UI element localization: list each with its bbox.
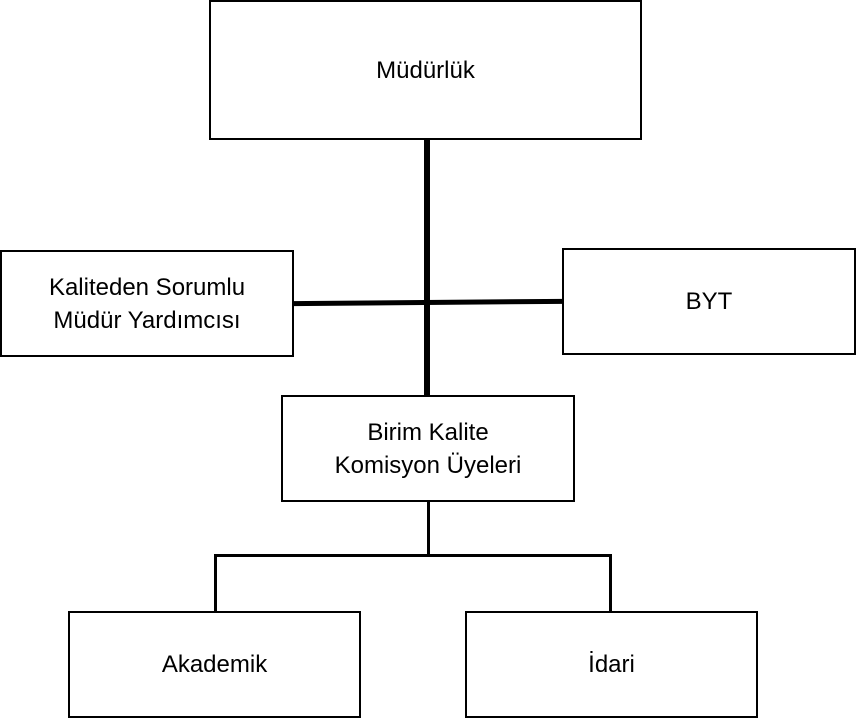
connector-akademik (214, 554, 217, 613)
connector-lower-vertical (427, 500, 430, 557)
node-label: BYT (685, 288, 733, 315)
node-label-line2: Komisyon Üyeleri (334, 451, 522, 479)
node-label-line1: Birim Kalite (367, 418, 489, 446)
node-label: İdari (588, 651, 635, 678)
node-idari: İdari (465, 611, 758, 718)
connector-main-vertical (424, 138, 430, 397)
connector-idari (609, 554, 612, 613)
node-label: Akademik (161, 651, 268, 678)
node-kalite-mudur-yardimcisi: Kaliteden Sorumlu Müdür Yardımcısı (0, 250, 294, 357)
node-akademik: Akademik (68, 611, 361, 718)
node-mudurluk: Müdürlük (209, 0, 642, 140)
node-label-line2: Müdür Yardımcısı (53, 306, 241, 334)
connector-lower-horizontal (214, 554, 612, 557)
node-byt: BYT (562, 248, 856, 355)
node-label-line1: Kaliteden Sorumlu (48, 273, 246, 301)
node-label: Müdürlük (376, 56, 475, 84)
node-birim-kalite: Birim Kalite Komisyon Üyeleri (281, 395, 575, 502)
